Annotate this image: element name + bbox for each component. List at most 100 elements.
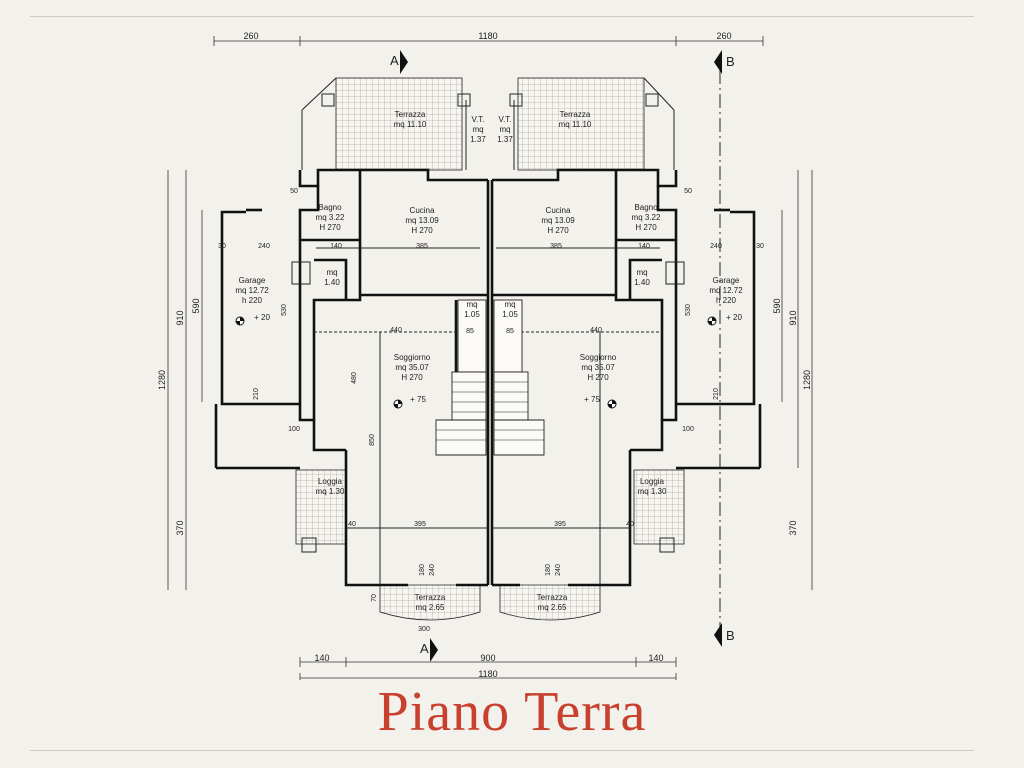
svg-text:395: 395 (554, 521, 566, 528)
dim-left-370: 370 (175, 520, 185, 535)
loggia-right-area: mq 1.30 (638, 487, 667, 496)
dim-left-910: 910 (175, 310, 185, 325)
vt-right-area-label: mq (499, 125, 510, 134)
soggiorno-left-name: Soggiorno (394, 353, 431, 362)
svg-text:85: 85 (466, 328, 474, 335)
svg-text:530: 530 (281, 304, 288, 316)
dim-left-1280: 1280 (157, 370, 167, 390)
cucina-left-height: H 270 (411, 226, 433, 235)
svg-text:210: 210 (713, 388, 720, 400)
ripostiglio-left-label: mq (466, 300, 477, 309)
svg-text:140: 140 (638, 243, 650, 250)
inner-dimensions: 30 240 140 385 385 140 240 30 440 440 39… (218, 188, 764, 633)
loggia-right-name: Loggia (640, 477, 665, 486)
garage-right-height: h 220 (716, 296, 737, 305)
terrazza-bottom-left-name: Terrazza (415, 593, 446, 602)
bagno-right-name: Bagno (634, 203, 658, 212)
room-labels: Terrazza mq 11.10 Terrazza mq 11.10 V.T.… (235, 110, 743, 612)
dim-right-910: 910 (788, 310, 798, 325)
svg-text:440: 440 (590, 327, 602, 334)
soggiorno-left-area: mq 35.07 (395, 363, 429, 372)
svg-text:180: 180 (545, 564, 552, 576)
svg-text:100: 100 (288, 426, 300, 433)
staircases (435, 299, 545, 456)
dim-top-left: 260 (243, 31, 258, 41)
svg-text:30: 30 (218, 243, 226, 250)
svg-text:40: 40 (348, 521, 356, 528)
garage-left-name: Garage (239, 276, 266, 285)
dim-left-590: 590 (191, 298, 201, 313)
vt-left-name: V.T. (471, 115, 484, 124)
svg-text:40: 40 (626, 521, 634, 528)
dim-right-1280: 1280 (802, 370, 812, 390)
soggiorno-right-level: + 75 (584, 395, 600, 404)
garage-left-level: + 20 (254, 313, 270, 322)
dim-bottom-left: 140 (314, 653, 329, 663)
bottom-rule (30, 750, 974, 751)
cucina-right-area: mq 13.09 (541, 216, 575, 225)
dim-right-590: 590 (772, 298, 782, 313)
soggiorno-right-area: mq 35.07 (581, 363, 615, 372)
terrace-top-right-tiles (517, 77, 645, 171)
terrazza-bottom-right-area: mq 2.65 (538, 603, 567, 612)
garage-left-height: h 220 (242, 296, 263, 305)
loggia-left-area: mq 1.30 (316, 487, 345, 496)
disimpegno-right-area: 1.40 (634, 278, 650, 287)
level-markers (235, 316, 717, 409)
garage-right-level: + 20 (726, 313, 742, 322)
svg-text:300: 300 (418, 626, 430, 633)
svg-text:70: 70 (371, 594, 378, 602)
section-markers: A A B B (390, 50, 735, 662)
terrazza-top-left-area: mq 11.10 (394, 120, 427, 129)
bagno-left-name: Bagno (318, 203, 342, 212)
svg-text:50: 50 (684, 188, 692, 195)
svg-text:30: 30 (756, 243, 764, 250)
soggiorno-right-height: H 270 (587, 373, 609, 382)
loggia-right-tiles (633, 469, 685, 545)
garage-right-area: mq 12.72 (709, 286, 743, 295)
soggiorno-left-height: H 270 (401, 373, 423, 382)
svg-text:50: 50 (290, 188, 298, 195)
terrazza-bottom-right-name: Terrazza (537, 593, 568, 602)
svg-text:240: 240 (555, 564, 562, 576)
disimpegno-left-label: mq (326, 268, 337, 277)
svg-text:240: 240 (710, 243, 722, 250)
cucina-left-area: mq 13.09 (405, 216, 439, 225)
disimpegno-left-area: 1.40 (324, 278, 340, 287)
svg-text:530: 530 (685, 304, 692, 316)
ripostiglio-right-area: 1.05 (502, 310, 518, 319)
walls (214, 168, 762, 587)
floor-plan: 260 1180 260 140 900 140 1180 910 590 12… (157, 31, 813, 680)
loggia-left-tiles (295, 469, 347, 545)
garage-right-name: Garage (713, 276, 740, 285)
vt-left-area: 1.37 (470, 135, 486, 144)
dimension-labels: 260 1180 260 140 900 140 1180 910 590 12… (157, 31, 812, 679)
svg-text:210: 210 (253, 388, 260, 400)
ripostiglio-left-area: 1.05 (464, 310, 480, 319)
terrazza-top-right-area: mq 11.10 (559, 120, 592, 129)
cucina-right-height: H 270 (547, 226, 569, 235)
dim-bottom-center: 900 (480, 653, 495, 663)
dim-bottom-total: 1180 (478, 669, 497, 679)
section-b-bottom: B (726, 628, 735, 643)
loggia-left-name: Loggia (318, 477, 343, 486)
dim-top-right: 260 (716, 31, 731, 41)
plan-title: Piano Terra (377, 681, 647, 743)
svg-text:385: 385 (550, 243, 562, 250)
dim-top-center: 1180 (478, 31, 497, 41)
svg-text:180: 180 (419, 564, 426, 576)
terrace-bottom-left-tiles (379, 584, 481, 621)
svg-text:240: 240 (429, 564, 436, 576)
svg-text:385: 385 (416, 243, 428, 250)
ripostiglio-right-label: mq (504, 300, 515, 309)
bagno-left-area: mq 3.22 (316, 213, 345, 222)
vt-right-name: V.T. (498, 115, 511, 124)
svg-text:85: 85 (506, 328, 514, 335)
svg-text:480: 480 (351, 372, 358, 384)
section-a-top: A (390, 53, 399, 68)
section-a-bottom: A (420, 641, 429, 656)
bagno-right-area: mq 3.22 (632, 213, 661, 222)
soggiorno-left-level: + 75 (410, 395, 426, 404)
terrazza-top-right-name: Terrazza (560, 110, 591, 119)
svg-text:240: 240 (258, 243, 270, 250)
